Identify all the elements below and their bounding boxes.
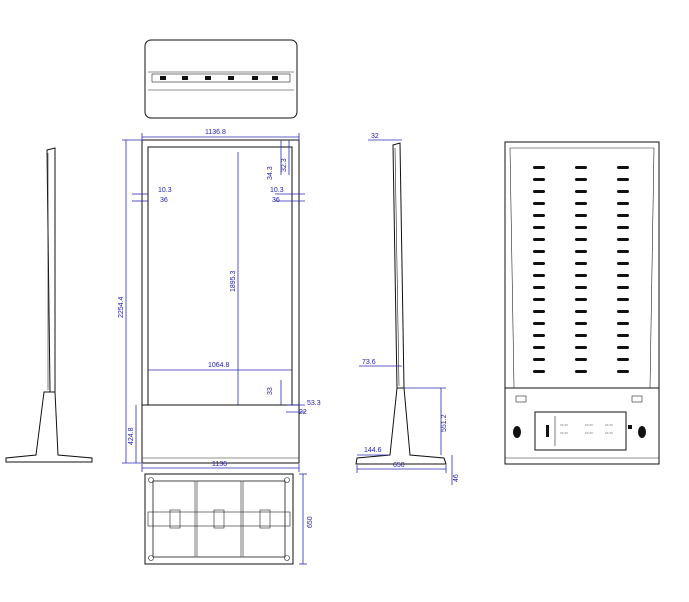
vent-slot — [575, 310, 587, 313]
vent-slot — [617, 346, 629, 349]
svg-text:== ==: == == — [560, 423, 568, 427]
vent-slot — [533, 190, 545, 193]
dim-right-margin-a: 10.3 — [270, 187, 284, 194]
vent-slot — [533, 226, 545, 229]
side-dimensions: 32 73.6 551.2 144.6 650 46 — [356, 133, 460, 485]
dim-left-margin-b: 36 — [160, 197, 168, 204]
svg-text:== ==: == == — [605, 423, 613, 427]
vent-slot — [533, 346, 545, 349]
vent-slot — [617, 334, 629, 337]
vent-slot — [617, 262, 629, 265]
vent-slot — [575, 286, 587, 289]
vent-slot — [575, 358, 587, 361]
vent-slot — [533, 262, 545, 265]
rear-view: == == == == == == == == == == == == — [504, 141, 660, 465]
front-view — [141, 139, 300, 464]
vent-slot — [617, 190, 629, 193]
vent-slot — [575, 370, 587, 373]
base-plan-view: 650 — [144, 473, 314, 565]
dim-side-mid: 73.6 — [362, 359, 376, 366]
vent-slot — [617, 358, 629, 361]
vent-slot — [617, 298, 629, 301]
vent-slot — [533, 202, 545, 205]
vent-slot — [533, 178, 545, 181]
vent-slot — [617, 322, 629, 325]
vent-slot — [617, 202, 629, 205]
dim-top-margin-a: 34.3 — [267, 166, 274, 180]
dim-base-width: 1136 — [212, 461, 227, 468]
vent-slot — [575, 178, 587, 181]
dim-right-margin-b: 36 — [272, 197, 280, 204]
svg-text:== ==: == == — [585, 431, 593, 435]
vent-slot — [533, 370, 545, 373]
vent-slot — [575, 190, 587, 193]
dim-side-leg: 551.2 — [441, 414, 448, 432]
front-dimensions: 1136.8 34.3 32.3 10.3 36 10.3 36 2254.4 … — [118, 129, 321, 472]
vent-slots — [533, 166, 629, 373]
dim-bottom-gap: 33 — [267, 387, 274, 395]
vent-slot — [617, 226, 629, 229]
dim-left-margin-a: 10.3 — [158, 187, 172, 194]
vent-slot — [533, 322, 545, 325]
vent-slot — [617, 310, 629, 313]
vent-slot — [617, 286, 629, 289]
vent-slot — [533, 214, 545, 217]
dim-base-depth: 650 — [307, 516, 314, 528]
dim-front-width: 1136.8 — [205, 129, 226, 136]
vent-slot — [533, 250, 545, 253]
dim-right-bottom-b: 22 — [299, 409, 307, 416]
top-view — [144, 39, 298, 119]
dim-total-height: 2254.4 — [118, 296, 125, 318]
left-side-profile — [5, 147, 93, 463]
vent-slot — [617, 166, 629, 169]
vent-slot — [575, 334, 587, 337]
dim-side-top: 32 — [371, 133, 379, 140]
dim-screen-height: 1895.3 — [230, 270, 237, 292]
svg-text:== ==: == == — [560, 431, 568, 435]
vent-slot — [533, 274, 545, 277]
vent-slot — [533, 334, 545, 337]
right-side-profile — [355, 142, 447, 465]
vent-slot — [617, 238, 629, 241]
vent-slot — [533, 238, 545, 241]
vent-slot — [617, 250, 629, 253]
vent-slot — [533, 166, 545, 169]
dim-base-height: 424.8 — [128, 427, 135, 445]
dim-side-foot-c: 46 — [453, 474, 460, 482]
vent-slot — [533, 358, 545, 361]
vent-slot — [617, 178, 629, 181]
vent-slot — [575, 250, 587, 253]
vent-slot — [575, 298, 587, 301]
svg-text:== ==: == == — [605, 431, 613, 435]
vent-slot — [575, 202, 587, 205]
svg-text:== ==: == == — [585, 423, 593, 427]
vent-slot — [533, 286, 545, 289]
vent-slot — [617, 370, 629, 373]
vent-slot — [575, 346, 587, 349]
vent-slot — [575, 274, 587, 277]
vent-slot — [575, 214, 587, 217]
vent-slot — [575, 166, 587, 169]
dim-side-foot-a: 144.6 — [364, 447, 382, 454]
vent-slot — [575, 226, 587, 229]
vent-slot — [575, 238, 587, 241]
dim-right-bottom-a: 53.3 — [307, 400, 321, 407]
vent-slot — [575, 322, 587, 325]
vent-slot — [617, 214, 629, 217]
dim-screen-width: 1064.8 — [208, 362, 230, 369]
vent-slot — [533, 298, 545, 301]
dim-top-margin-b: 32.3 — [281, 158, 288, 172]
vent-slot — [533, 310, 545, 313]
vent-slot — [617, 274, 629, 277]
dim-side-foot-b: 650 — [393, 462, 405, 469]
vent-slot — [575, 262, 587, 265]
